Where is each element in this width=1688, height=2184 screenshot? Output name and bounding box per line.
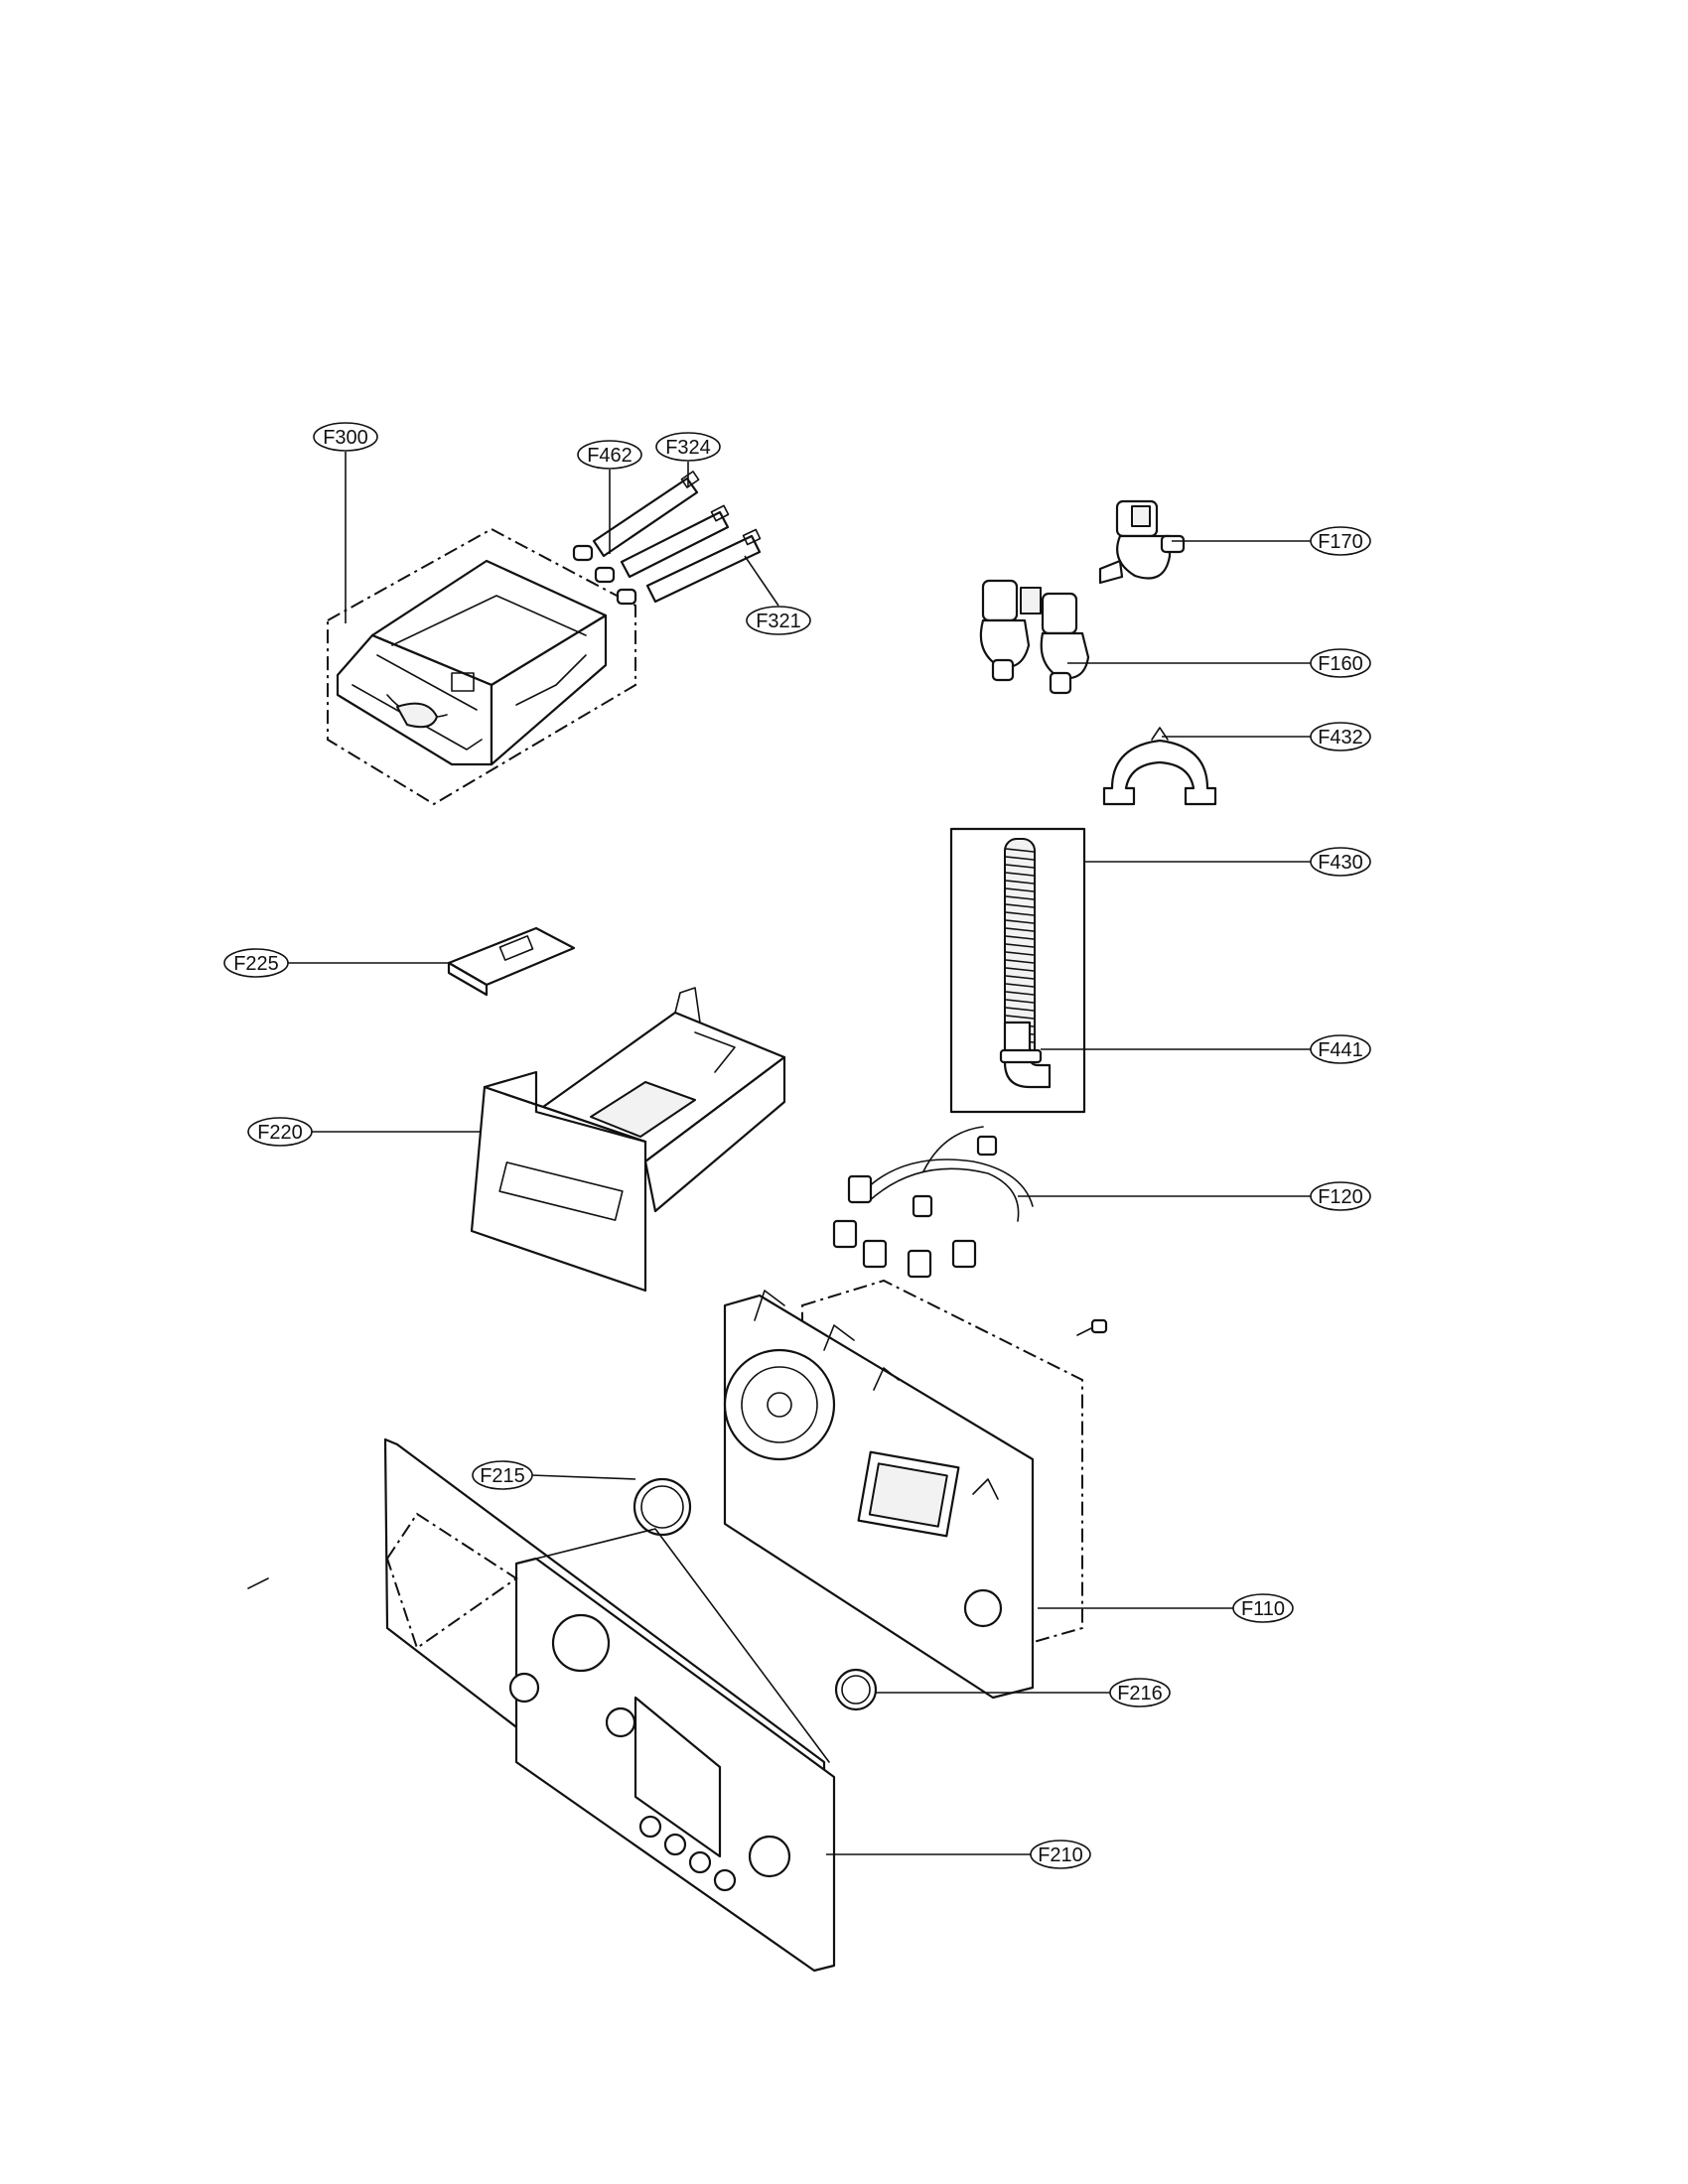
callout-label: F170 xyxy=(1318,531,1363,553)
hose-corrugation xyxy=(1005,935,1035,940)
hose-corrugation xyxy=(1005,943,1035,948)
knob-f215-part xyxy=(633,1477,692,1537)
callout-label: F432 xyxy=(1318,727,1363,749)
hose-corrugation xyxy=(1005,1007,1035,1012)
callout-f432: F432 xyxy=(1310,722,1371,751)
hose-corrugation xyxy=(1005,856,1035,861)
water-valve-double-part xyxy=(979,579,1090,695)
hose-corrugation xyxy=(1005,872,1035,877)
callout-f216: F216 xyxy=(1109,1678,1171,1707)
callout-f220: F220 xyxy=(247,1117,313,1147)
hose-f324-part xyxy=(620,504,730,579)
callout-f300: F300 xyxy=(313,422,378,452)
wire-harness-part xyxy=(832,1126,1034,1279)
callout-label: F216 xyxy=(1117,1683,1163,1705)
control-board-part xyxy=(723,1279,1083,1700)
callout-label: F430 xyxy=(1318,852,1363,874)
callout-f110: F110 xyxy=(1232,1593,1294,1623)
callout-label: F321 xyxy=(756,611,801,632)
hose-corrugation xyxy=(1005,959,1035,964)
callout-label: F225 xyxy=(233,953,279,975)
callout-f225: F225 xyxy=(223,948,289,978)
hose-corrugation xyxy=(1005,911,1035,916)
callout-f210: F210 xyxy=(1030,1840,1091,1869)
hose-corrugation xyxy=(1005,919,1035,924)
callout-f170: F170 xyxy=(1310,526,1371,556)
drain-hose-clip-part xyxy=(999,1048,1043,1064)
control-panel-part xyxy=(247,1437,836,1973)
callout-label: F441 xyxy=(1318,1039,1363,1061)
hose-corrugation xyxy=(1005,951,1035,956)
hose-corrugation xyxy=(1005,991,1035,996)
dispenser-drawer-part xyxy=(470,987,786,1293)
hose-f321-part xyxy=(645,528,762,604)
hose-corrugation xyxy=(1005,983,1035,988)
callout-f215: F215 xyxy=(472,1460,533,1490)
leader-lines xyxy=(288,452,1313,1855)
callout-label: F160 xyxy=(1318,653,1363,675)
hose-corrugation xyxy=(1005,927,1035,932)
hose-corrugation xyxy=(1005,895,1035,900)
callout-label: F300 xyxy=(323,427,368,449)
callout-f430: F430 xyxy=(1310,847,1371,877)
dispenser-housing-part xyxy=(327,527,636,806)
hose-corrugation xyxy=(1005,1015,1035,1020)
hose-clamp-part xyxy=(1102,727,1217,806)
callout-f324: F324 xyxy=(655,432,721,462)
callout-f321: F321 xyxy=(746,606,811,635)
callout-label: F210 xyxy=(1038,1844,1083,1866)
callout-label: F220 xyxy=(257,1122,303,1144)
dispenser-cap-part xyxy=(447,926,576,997)
knob-f216-part xyxy=(834,1668,878,1711)
callout-label: F324 xyxy=(665,437,711,459)
hose-corrugation xyxy=(1005,864,1035,869)
hose-corrugation xyxy=(1005,880,1035,885)
hose-corrugation xyxy=(1005,903,1035,908)
hose-corrugation xyxy=(1005,967,1035,972)
callout-f160: F160 xyxy=(1310,648,1371,678)
water-valve-single-part xyxy=(1098,499,1186,585)
callout-label: F120 xyxy=(1318,1186,1363,1208)
drain-hose-part xyxy=(949,827,1086,1114)
hose-corrugation xyxy=(1005,887,1035,892)
callout-f462: F462 xyxy=(577,440,642,470)
callout-label: F462 xyxy=(587,445,633,467)
hose-corrugation xyxy=(1005,848,1035,853)
callout-f441: F441 xyxy=(1310,1034,1371,1064)
screw-part xyxy=(1076,1318,1108,1336)
callout-label: F110 xyxy=(1241,1598,1285,1620)
hose-corrugation xyxy=(1005,975,1035,980)
callout-label: F215 xyxy=(480,1465,525,1487)
callout-f120: F120 xyxy=(1310,1181,1371,1211)
dispenser-hose-connectors xyxy=(572,544,637,606)
hose-corrugation xyxy=(1005,999,1035,1004)
